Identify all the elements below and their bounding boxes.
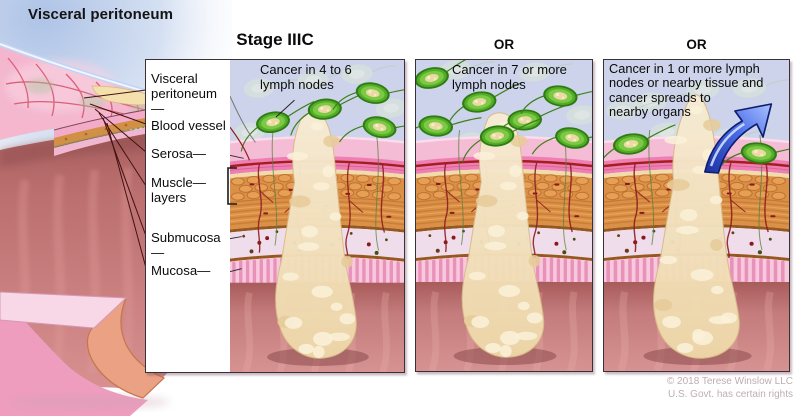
caption-leader-line: [275, 99, 295, 118]
label-leader-lines: [230, 95, 256, 273]
lymph-node: [240, 100, 315, 152]
copyright-line2: U.S. Govt. has certain rights: [667, 388, 793, 400]
label-submucosa: Submucosa—: [151, 230, 221, 260]
faint-lymph-node: [297, 70, 352, 90]
lymph-node: [520, 85, 592, 114]
lymph-node: [332, 82, 404, 110]
cut-edge-of-colon: [0, 291, 170, 416]
colon-cross-section-illustration: [0, 0, 232, 416]
label-visceral-peritoneum: Visceral peritoneum—: [151, 71, 217, 116]
cancerous-lymph-nodes: [240, 82, 404, 152]
cancerous-lymph-nodes: [604, 124, 789, 173]
muscle-layers-bracket: [227, 167, 237, 205]
cancerous-lymph-nodes: [416, 60, 592, 163]
visceral-peritoneum-outer-label: Visceral peritoneum: [28, 6, 174, 23]
panel2-caption: Cancer in 7 or more lymph nodes: [452, 62, 567, 92]
lymph-node: [416, 115, 482, 146]
lymph-node: [290, 91, 368, 136]
background-lymph-tissue: [233, 64, 404, 142]
stage-iiic-panel-or1: Cancer in 7 or more lymph nodes: [415, 59, 593, 372]
stage-iiic-panel-or2: Cancer in 1 or more lymph nodes or nearb…: [603, 59, 790, 372]
faint-lymph-node: [606, 100, 664, 120]
wall-illustration-3: Cancer in 1 or more lymph nodes or nearb…: [604, 60, 789, 371]
label-leader-fan: [83, 89, 147, 269]
lymph-vessels: [458, 129, 567, 251]
lymph-node: [416, 60, 473, 109]
panel2-or-label: OR: [493, 37, 515, 52]
panel3-caption: Cancer in 1 or more lymph nodes or nearb…: [609, 61, 764, 119]
wall-illustration-2: Cancer in 7 or more lymph nodes: [416, 60, 592, 371]
faint-lymph-node: [732, 78, 789, 98]
faint-lymph-node: [341, 64, 396, 84]
label-serosa: Serosa—: [151, 146, 206, 161]
stage-iiic-panel-main: Cancer in 4 to 6 lymph nodes Visceral pe…: [145, 59, 405, 373]
label-muscle-layers: Muscle— layers: [151, 175, 206, 205]
faint-lymph-node: [566, 105, 592, 125]
lymph-node: [716, 142, 789, 171]
faint-lymph-node: [518, 62, 574, 82]
background-lymph-tissue: [606, 78, 789, 148]
lymph-node: [445, 82, 522, 131]
copyright-line1: © 2018 Terese Winslow LLC: [666, 376, 793, 387]
wall-illustration-1: Cancer in 4 to 6 lymph nodes: [230, 60, 404, 372]
lymph-node: [339, 116, 404, 143]
faint-lymph-node: [243, 78, 298, 98]
panel3-or-label: OR: [686, 37, 707, 52]
panel1-caption: Cancer in 4 to 6 lymph nodes: [260, 62, 352, 92]
label-mucosa: Mucosa—: [151, 263, 211, 278]
anatomy-label-column: Visceral peritoneum— Blood vessel Serosa…: [146, 60, 230, 372]
lymph-vessels: [271, 130, 380, 251]
spread-arrow-icon: [703, 103, 773, 174]
lymph-node: [604, 124, 676, 173]
lymph-node: [531, 127, 592, 155]
faint-lymph-node: [375, 98, 404, 118]
lymph-node: [462, 118, 541, 163]
panel1-stage-title: Stage IIIC: [236, 30, 314, 49]
copyright-notice: © 2018 Terese Winslow LLC U.S. Govt. has…: [667, 376, 793, 401]
label-blood-vessel: Blood vessel: [151, 118, 226, 133]
